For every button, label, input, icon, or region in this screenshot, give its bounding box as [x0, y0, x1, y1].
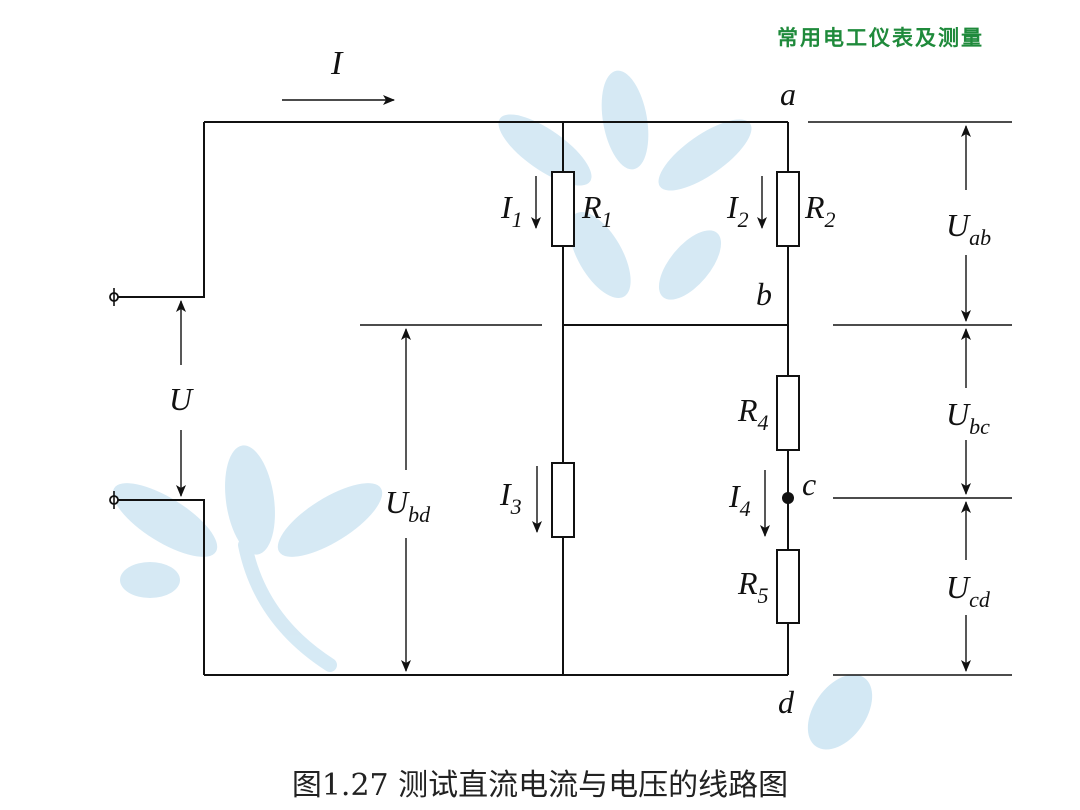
node-label-d: d — [778, 684, 795, 720]
voltage-label-ucd: Ucd — [946, 569, 991, 612]
node-label-a: a — [780, 76, 796, 112]
resistor-label-r4: R4 — [737, 392, 769, 435]
voltage-reference-lines — [360, 121, 1012, 676]
voltage-label-uab: Uab — [946, 207, 991, 250]
resistor-label-r2: R2 — [804, 189, 836, 232]
resistor-r3 — [551, 462, 575, 538]
node-label-b: b — [756, 276, 772, 312]
circuit-wires — [117, 121, 789, 676]
branch-current-label-i3: I3 — [499, 476, 522, 519]
branch-current-label-i4: I4 — [728, 478, 751, 521]
current-label-i: I — [330, 45, 344, 82]
voltage-label-ubd: Ubd — [385, 484, 431, 527]
resistor-r4 — [776, 375, 800, 451]
resistor-label-r5: R5 — [737, 565, 769, 608]
branch-current-label-i1: I1 — [500, 189, 523, 232]
dragonfly-watermark-icon — [112, 445, 383, 672]
input-terminals — [109, 288, 119, 509]
resistor-r1 — [551, 171, 575, 247]
voltage-label-ubc: Ubc — [946, 396, 990, 439]
resistor-r5 — [776, 549, 800, 624]
branch-current-arrows — [531, 176, 770, 537]
header-title: 常用电工仪表及测量 — [777, 26, 984, 50]
resistor-label-r1: R1 — [581, 189, 613, 232]
dragonfly-watermark-icon — [807, 674, 873, 750]
source-voltage-label: U — [169, 381, 194, 417]
node-c-dot — [782, 492, 794, 504]
node-label-c: c — [802, 466, 816, 502]
figure-caption: 图1.27 测试直流电流与电压的线路图 — [291, 768, 789, 803]
resistor-r2 — [776, 171, 800, 247]
branch-current-label-i2: I2 — [726, 189, 749, 232]
dragonfly-watermark-icon — [498, 70, 752, 300]
